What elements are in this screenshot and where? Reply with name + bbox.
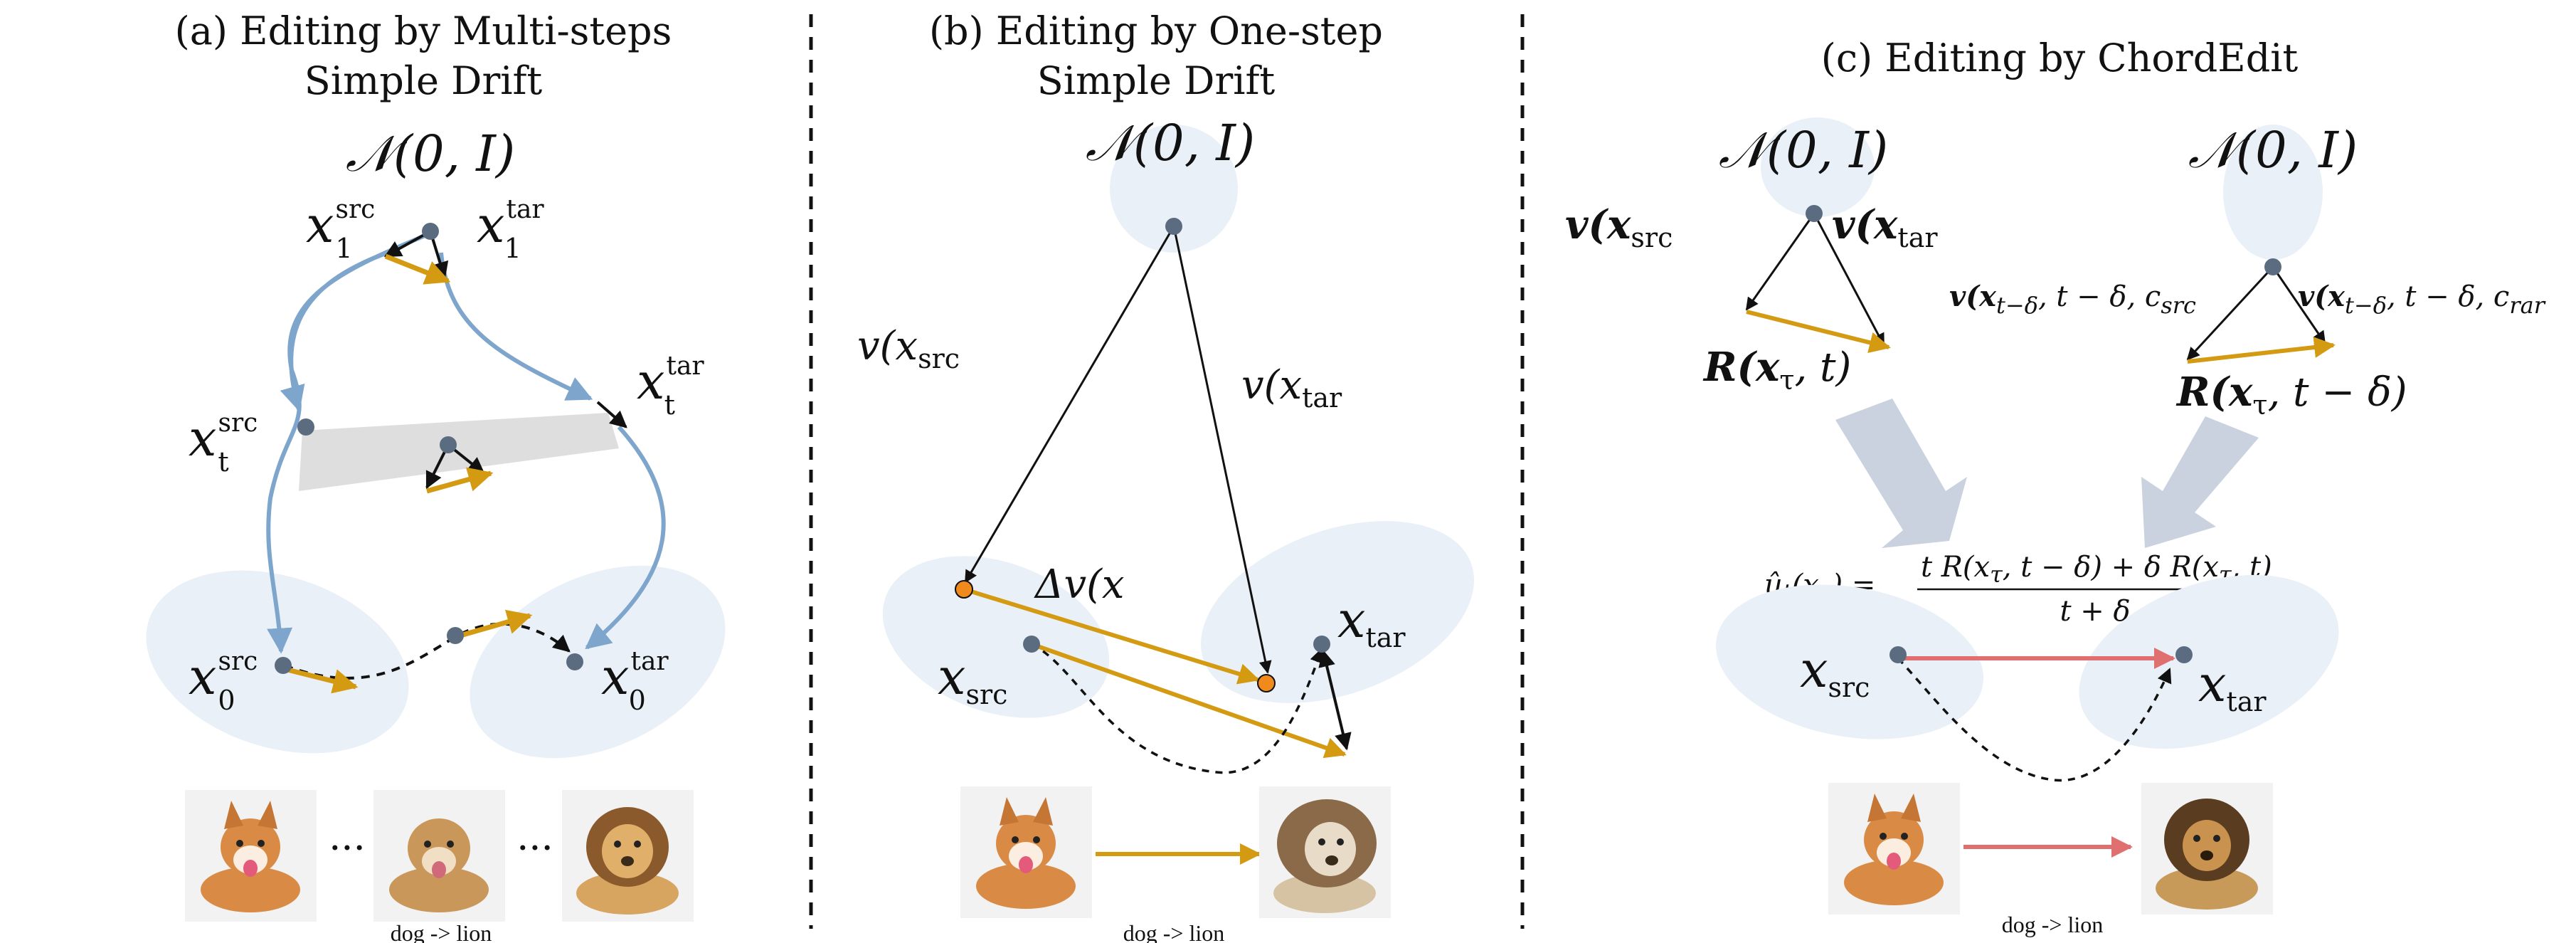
panel-b-node-noise	[1165, 218, 1182, 235]
panel-c-blob-noise-left	[1761, 117, 1875, 217]
corgi-photo	[201, 801, 300, 912]
panel-c-right-arrow-src	[2186, 265, 2274, 361]
panel-c-blob-src	[1716, 584, 1983, 739]
panel-b-thumb-src	[960, 786, 1092, 918]
panel-b-gold-src	[1031, 642, 1347, 759]
panel-b-node-src-orange	[955, 580, 973, 599]
corgi-photo	[976, 797, 1076, 909]
panel-b-caption: dog -> lion	[1123, 920, 1224, 943]
panel-b-vsrc-label: v(xsrc	[857, 323, 960, 374]
panel-b-title-line2: Simple Drift	[1037, 58, 1276, 103]
panel-c-caption: dog -> lion	[2002, 912, 2103, 937]
panel-c-node-src	[1889, 646, 1907, 663]
panel-c-right-gold	[2187, 337, 2336, 364]
panel-c-node-right	[2264, 258, 2281, 275]
panel-a-blob-tar	[470, 565, 726, 759]
panel-b-arrow-tar	[1172, 226, 1272, 674]
panel-c-blob-tar	[2079, 574, 2339, 749]
panel-b-xsrc-label: xsrc	[938, 648, 1007, 710]
panel-c-vrar-label: v(xt−δ, t − δ, crar	[2298, 280, 2546, 319]
panel-b-node-src	[1023, 636, 1040, 653]
panel-a-xt-tar-arrow	[596, 401, 627, 428]
panel-a-ellipsis-2: ···	[516, 826, 553, 870]
panel-a-path-tar	[585, 425, 666, 650]
panel-b-blob-noise	[1110, 125, 1238, 253]
panel-b-title-line1: (b) Editing by One-step	[929, 9, 1383, 53]
panel-c-vsrc2-label: v(xt−δ, t − δ, csrc	[1949, 280, 2196, 319]
panel-c-vtar-label: v(xtar	[1832, 201, 1938, 253]
panel-a-path-tar-top	[439, 252, 593, 401]
panel-b-arrow-src	[964, 226, 1175, 584]
panel-a-node-xt-mid	[440, 436, 457, 453]
panel-a-title-line1: (a) Editing by Multi-steps	[175, 9, 672, 53]
panel-a-node-x0-tar	[566, 653, 583, 670]
panel-c-blob-noise-right	[2223, 125, 2323, 260]
panel-c-noise-right-label: 𝒩(0, I)	[2188, 121, 2358, 179]
panel-a-node-x0-src	[275, 657, 292, 674]
panel-b-xtar-label: xtar	[1337, 591, 1406, 653]
panel-c-title: (c) Editing by ChordEdit	[1821, 36, 2299, 80]
panel-a-path-src-top	[280, 251, 389, 412]
panel-a-thumb-2	[373, 790, 505, 922]
panel-a-thumb-1	[185, 790, 317, 922]
panel-c-right-arrow-tar	[2272, 266, 2326, 344]
lion-photo	[576, 807, 679, 915]
panel-c-big-arrow-left	[1835, 399, 1967, 548]
panel-c-left-arrow-src	[1745, 213, 1816, 311]
panel-a-bottom-gold-mid	[455, 609, 533, 640]
panel-c-node-left	[1806, 205, 1823, 222]
panel-a-top-arrow-src	[383, 230, 431, 258]
panel-a-title-line2: Simple Drift	[304, 58, 543, 103]
panel-b: (b) Editing by One-step Simple Drift 𝒩(0…	[857, 9, 1475, 943]
panel-c-node-tar	[2175, 646, 2193, 663]
panel-a-node-xt-src	[297, 418, 314, 436]
panel-c-R1-label: R(xτ, t)	[1702, 344, 1851, 396]
panel-b-gold-delta	[963, 587, 1260, 685]
lion-photo	[1273, 799, 1377, 913]
panel-c-vsrc-label: v(xsrc	[1565, 201, 1673, 253]
panel-a-mid-gold	[426, 467, 494, 494]
panel-c-left-gold	[1746, 310, 1891, 354]
panel-b-dashed-curve	[1031, 643, 1325, 774]
panel-b-delta-label: Δv(x	[1034, 562, 1125, 608]
panel-a: (a) Editing by Multi-steps Simple Drift …	[146, 9, 726, 943]
panel-c-left-arrow-tar	[1813, 213, 1885, 347]
panel-a-caption: dog -> lion	[391, 920, 492, 943]
panel-c-xsrc-label: xsrc	[1800, 641, 1870, 703]
panel-c-dashed-curve	[1897, 657, 2172, 782]
panel-c-thumb-tar	[2141, 783, 2273, 915]
panel-c-noise-left-label: 𝒩(0, I)	[1719, 121, 1888, 179]
panel-c-R2-label: R(xτ, t − δ)	[2175, 369, 2407, 421]
panel-a-top-gold	[384, 253, 451, 285]
panel-c: (c) Editing by ChordEdit 𝒩(0, I) 𝒩(0, I)…	[1565, 36, 2546, 937]
panel-a-noise-label: 𝒩(0, I)	[346, 125, 515, 183]
panel-b-double-arrow	[1318, 649, 1352, 751]
panel-b-node-tar-orange	[1257, 674, 1276, 692]
panel-c-formula-den: t + δ	[2060, 595, 2130, 628]
panel-a-thumb-3	[562, 790, 694, 922]
panel-b-vtar-label: v(xtar	[1241, 362, 1342, 413]
lion-photo	[2156, 799, 2258, 910]
panel-b-node-tar	[1313, 636, 1330, 653]
corgi-photo	[1844, 794, 1944, 905]
panel-c-thumb-src	[1828, 783, 1960, 915]
panel-c-big-arrow-right	[2141, 416, 2259, 548]
panel-b-thumb-tar	[1259, 786, 1391, 918]
panel-b-blob-tar	[1200, 521, 1475, 703]
panel-b-noise-label: 𝒩(0, I)	[1086, 114, 1255, 172]
panel-a-ellipsis-1: ···	[329, 826, 366, 870]
panel-a-node-x1	[422, 223, 439, 240]
panel-a-bottom-gold-src	[284, 666, 359, 694]
panel-b-blob-src	[882, 556, 1110, 718]
panel-a-node-x0-mid	[447, 627, 464, 644]
panel-c-xtar-label: xtar	[2198, 655, 2267, 717]
panel-b-vsrc-full: .	[857, 323, 870, 369]
